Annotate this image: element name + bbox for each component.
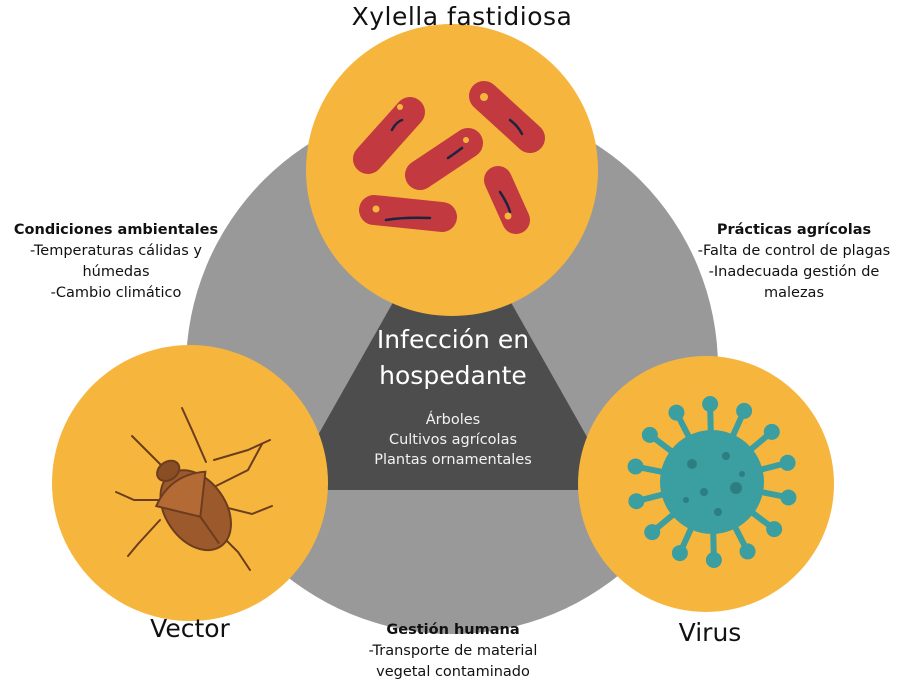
agricultural-line: malezas [763, 285, 824, 301]
agricultural-block: Prácticas agrícolas -Falta de control de… [676, 220, 912, 304]
environment-line: -Cambio climático [50, 285, 182, 301]
bacteria-icon [353, 81, 545, 234]
environment-line: húmedas [82, 264, 150, 280]
host-item: Árboles [425, 412, 481, 428]
stink-bug-icon [115, 407, 273, 571]
human-block: Gestión humana -Transporte de material v… [318, 620, 588, 683]
virus-label: Virus [678, 618, 742, 647]
virus-icon [627, 396, 797, 568]
agricultural-heading: Prácticas agrícolas [716, 222, 872, 238]
human-heading: Gestión humana [386, 622, 520, 638]
host-item: Cultivos agrícolas [388, 432, 518, 448]
host-item: Plantas ornamentales [374, 452, 532, 468]
agricultural-line: -Falta de control de plagas [697, 243, 891, 259]
environment-line: -Temperaturas cálidas y [30, 243, 202, 259]
center-title: Infección en hospedante [300, 322, 606, 394]
human-line: vegetal contaminado [376, 664, 530, 680]
agricultural-line: -Inadecuada gestión de [708, 264, 880, 280]
vector-label: Vector [150, 614, 230, 643]
center-triangle [287, 198, 617, 490]
top-node-title: Xylella fastidiosa [351, 2, 573, 31]
host-list: Árboles Cultivos agrícolas Plantas ornam… [320, 410, 586, 470]
human-line: -Transporte de material [368, 643, 538, 659]
center-title-line: hospedante [379, 361, 527, 390]
environment-heading: Condiciones ambientales [13, 222, 219, 238]
center-title-line: Infección en [376, 325, 530, 354]
environment-block: Condiciones ambientales -Temperaturas cá… [0, 220, 232, 304]
